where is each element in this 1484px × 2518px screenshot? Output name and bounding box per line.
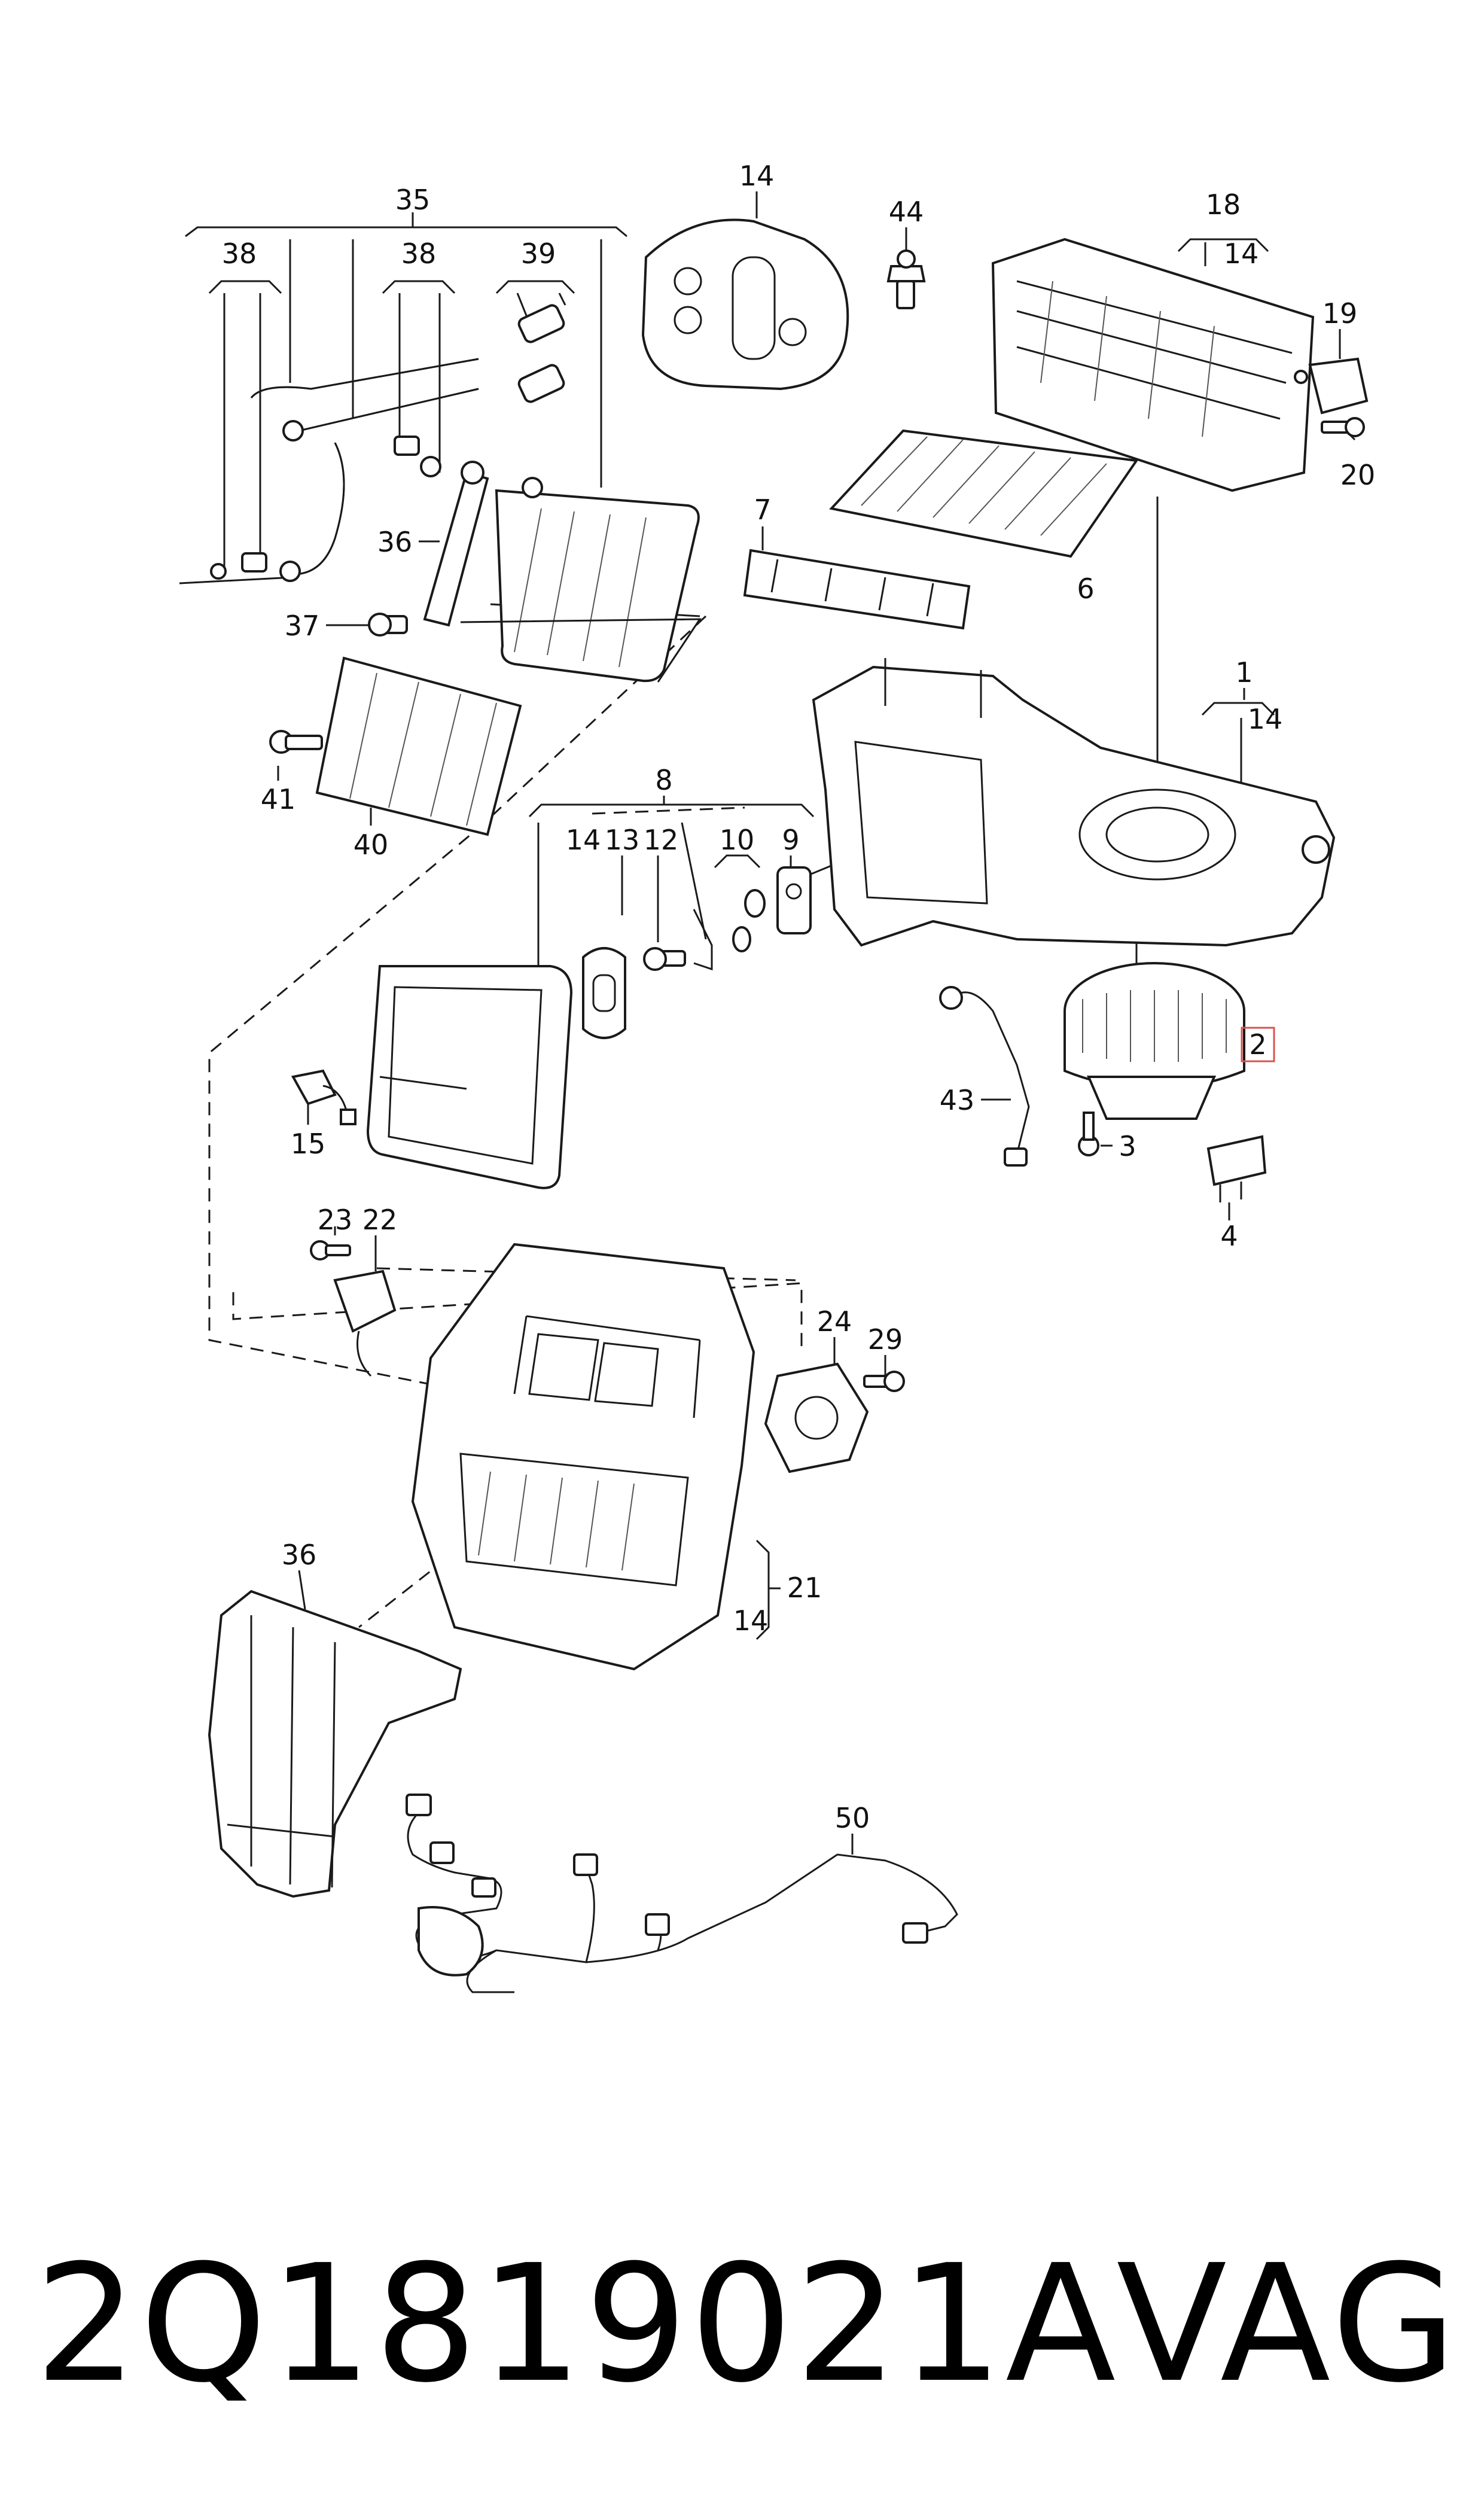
callout-38-left: 38	[222, 238, 257, 270]
part-number: 2Q1819021A	[35, 2230, 1119, 2418]
cabin-filter-6	[829, 429, 1139, 558]
callout-29: 36	[282, 1539, 317, 1571]
callout-35: 35	[395, 184, 431, 216]
sensor-15	[291, 1069, 356, 1125]
callout-39: 39	[521, 238, 556, 270]
callout-14-housing: 14	[1248, 703, 1283, 735]
callout-22: 23	[318, 1204, 353, 1236]
callout-14-mid: 14	[566, 824, 601, 856]
callout-12: 12	[644, 824, 679, 856]
callout-19: 20	[1340, 459, 1376, 491]
actuator-part-18	[1294, 357, 1369, 415]
wire-harness-43	[939, 986, 1030, 1167]
screw-22	[310, 1240, 351, 1260]
callout-44: 44	[889, 196, 924, 228]
blower-motor-2	[1064, 962, 1245, 1120]
callout-8: 8	[655, 764, 672, 796]
callout-1: 1	[1235, 656, 1253, 689]
callout-9: 9	[782, 824, 799, 856]
brand-label: VAG	[1116, 2230, 1460, 2418]
footer: 2Q1819021A VAG	[0, 2225, 1484, 2423]
evaporator-core-8	[366, 965, 573, 1189]
screw-24	[863, 1371, 905, 1392]
screw-41	[269, 730, 323, 754]
callout-41: 41	[261, 783, 296, 815]
screw-12	[643, 947, 686, 971]
callout-13: 13	[605, 824, 640, 856]
expansion-valve-9	[776, 866, 812, 934]
callout-20: 21	[787, 1572, 822, 1604]
screw-3	[1078, 1112, 1099, 1156]
highlight-box-callout-2	[1241, 1027, 1275, 1062]
callout-2: 2	[1249, 1028, 1266, 1061]
callout-6: 6	[1077, 573, 1094, 605]
callout-10: 10	[720, 824, 755, 856]
callout-16: 18	[1206, 188, 1241, 221]
callout-14-upper-right: 14	[1224, 238, 1259, 270]
callout-14-top: 14	[739, 160, 775, 192]
gasket-13	[582, 947, 626, 1039]
screw-19	[1321, 417, 1365, 437]
heater-core-assembly	[423, 461, 702, 683]
callout-37: 37	[285, 610, 320, 642]
main-housing-1	[812, 658, 1336, 947]
seal-strip-7	[743, 549, 971, 630]
screw-37	[368, 613, 408, 637]
callout-50: 50	[835, 1802, 870, 1834]
gasket-part-14	[641, 218, 849, 391]
coolant-pipes-part-35	[210, 304, 565, 582]
callout-21: 22	[362, 1204, 398, 1236]
air-distribution-housing-16	[991, 238, 1315, 492]
callout-18: 19	[1323, 297, 1358, 330]
evaporator-part-40	[315, 656, 522, 836]
callout-15: 15	[291, 1128, 326, 1160]
actuator-21	[333, 1269, 397, 1377]
fastener-44	[886, 249, 926, 309]
callout-14-lower: 14	[733, 1604, 769, 1637]
callout-38-middle: 38	[401, 238, 437, 270]
resistor-4	[1206, 1135, 1267, 1202]
callout-4: 4	[1220, 1220, 1238, 1252]
callout-24: 29	[868, 1323, 903, 1356]
callout-3: 3	[1119, 1130, 1136, 1162]
actuator-23	[764, 1362, 869, 1473]
lower-housing-20	[411, 1243, 755, 1671]
callout-labels: 35 38 38 39 14 44 18 14 19 20 36 37 7 6 …	[222, 160, 1376, 1834]
callout-40: 40	[354, 829, 389, 861]
callout-43: 43	[940, 1084, 975, 1116]
callout-7: 7	[754, 494, 771, 526]
air-duct-29	[208, 1590, 462, 1898]
callout-23: 24	[817, 1305, 852, 1338]
wiring-harness-50	[406, 1794, 958, 1993]
callout-36: 36	[377, 526, 413, 558]
leader-lines	[179, 191, 1356, 1855]
o-rings-10	[693, 889, 766, 971]
